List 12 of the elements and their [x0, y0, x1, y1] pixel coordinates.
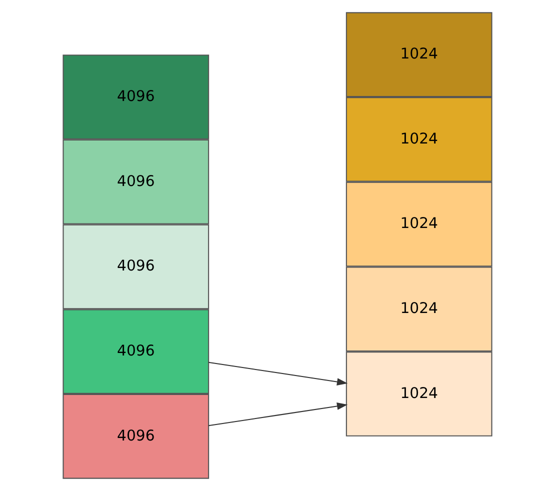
node-box: 1024 — [345, 12, 492, 97]
node-box: 1024 — [345, 266, 492, 352]
node-box: 4096 — [62, 309, 209, 394]
node-box: 4096 — [62, 224, 209, 310]
arrow — [208, 362, 348, 386]
node-box: 1024 — [345, 182, 492, 267]
node-box: 1024 — [345, 97, 492, 182]
arrow — [208, 402, 348, 426]
node-box: 4096 — [62, 139, 209, 224]
node-box: 4096 — [62, 394, 209, 479]
node-box: 1024 — [345, 352, 492, 436]
node-box: 4096 — [62, 54, 209, 140]
